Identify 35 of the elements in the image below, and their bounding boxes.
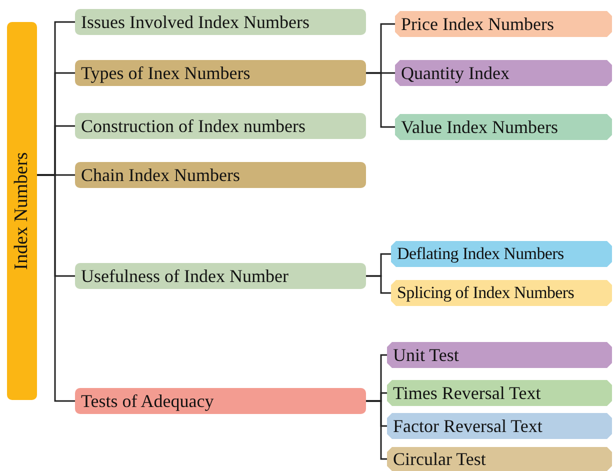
topic-box	[75, 9, 366, 35]
node-label: Times Reversal Text	[393, 382, 541, 404]
subtopic-tag	[395, 11, 612, 37]
node-label: Quantity Index	[401, 62, 510, 84]
node-label: Chain Index Numbers	[81, 164, 240, 186]
node-label: Price Index Numbers	[401, 14, 554, 34]
topic-box	[75, 162, 366, 188]
node-label: Issues Involved Index Numbers	[81, 12, 310, 32]
subtopic-tag	[391, 280, 612, 306]
subtopic-tag	[387, 342, 612, 368]
node-label: Circular Test	[393, 448, 486, 470]
subtopic-tag	[387, 447, 612, 471]
connector-line	[366, 275, 391, 294]
node-label: Index Numbers	[11, 152, 33, 270]
node-label: Splicing of Index Numbers	[397, 283, 574, 303]
node-label: Types of Inex Numbers	[81, 62, 250, 84]
node-label: Construction of Index numbers	[81, 116, 306, 136]
topic-box	[75, 263, 366, 289]
topic-box	[75, 60, 366, 86]
topic-box	[75, 388, 366, 414]
connector-line	[37, 174, 75, 402]
subtopic-tag	[391, 241, 612, 267]
subtopic-tag	[395, 60, 612, 86]
node-label: Value Index Numbers	[401, 116, 558, 138]
node-label: Factor Reversal Text	[393, 416, 542, 436]
node-label: Tests of Adequacy	[81, 390, 214, 412]
topic-box	[75, 113, 366, 139]
node-label: Usefulness of Index Number	[81, 266, 288, 286]
root-topic-bar	[7, 22, 37, 400]
subtopic-tag	[395, 114, 612, 140]
subtopic-tag	[387, 413, 612, 439]
node-label: Deflating Index Numbers	[397, 244, 564, 264]
connector-line	[366, 72, 395, 128]
subtopic-tag	[387, 380, 612, 406]
node-label: Unit Test	[393, 344, 459, 366]
